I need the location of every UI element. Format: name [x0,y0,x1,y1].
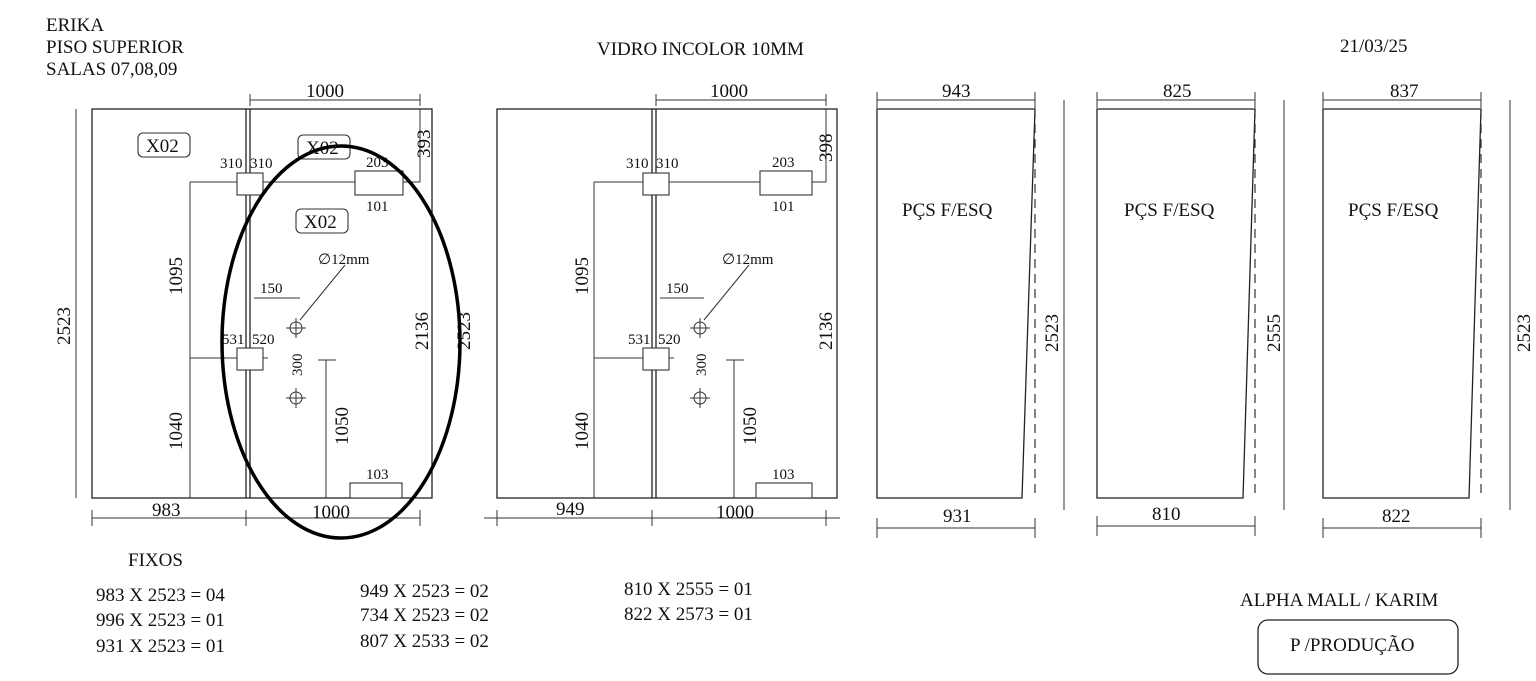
panel-left-bottom-left: 983 [152,500,181,521]
floor-label: PISO SUPERIOR [46,37,184,58]
rooms-label: SALAS 07,08,09 [46,59,177,80]
piece-3-height: 2523 [1514,314,1535,352]
panel-mid: 1000 310 310 203 101 398 1095 1040 ∅12mm… [484,81,840,526]
panel-mid-bottom-left: 949 [556,499,585,520]
piece-1-height: 2523 [1042,314,1063,352]
panel-mid-lock-width: 203 [772,155,795,171]
panel-mid-hole-spacing: 300 [694,354,710,377]
panel-left-tag-a: X02 [146,136,179,157]
piece-1-label: PÇS F/ESQ [902,200,993,221]
panel-mid-hole-label: ∅12mm [722,252,774,268]
panel-mid-bottom-notch: 103 [772,467,795,483]
panel-left-bottom-right: 1000 [312,502,350,523]
piece-2-label: PÇS F/ESQ [1124,200,1215,221]
piece-1-top: 943 [942,81,971,102]
panel-left-handle-height: 1050 [332,407,353,445]
panel-left-lock-width: 203 [366,155,389,171]
piece-2-bottom: 810 [1152,504,1181,525]
panel-mid-right-height: 2136 [816,312,837,350]
panel-left-lower-height: 1040 [166,412,187,450]
panel-left-hole-offset: 150 [260,281,283,297]
fixos-list: FIXOS 983 X 2523 = 04 996 X 2523 = 01 93… [96,550,753,657]
fixos-item: 807 X 2533 = 02 [360,631,489,652]
panel-left: 1000 X02 X02 X02 310 310 203 101 393 252… [54,81,475,540]
stamp-box [1257,619,1459,675]
fixos-item: 810 X 2555 = 01 [624,579,753,600]
panel-left-hinge-top-left: 310 [220,156,243,172]
piece-3: 837 PÇS F/ESQ 2523 822 [1322,81,1535,538]
panel-left-top-width: 1000 [306,81,344,102]
panel-left-hole-label: ∅12mm [318,252,370,268]
highlight-oval [220,144,462,540]
piece-1-outline [876,108,1036,499]
panel-mid-top-offset: 398 [816,134,837,163]
piece-2-height: 2555 [1264,314,1285,352]
panel-mid-handle-height: 1050 [740,407,761,445]
piece-3-bottom: 822 [1382,506,1411,527]
piece-2-top: 825 [1163,81,1192,102]
panel-mid-top-width: 1000 [710,81,748,102]
fixos-item: 996 X 2523 = 01 [96,610,225,631]
panel-left-lock-height: 101 [366,199,389,215]
material-label: VIDRO INCOLOR 10MM [597,39,804,60]
panel-mid-hinge-mid-left: 531 [628,332,651,348]
panel-mid-lower-height: 1040 [572,412,593,450]
panel-left-outline [91,108,433,499]
panel-left-hinge-mid-left: 531 [222,332,245,348]
panel-mid-upper-height: 1095 [572,257,593,295]
piece-1: 943 PÇS F/ESQ 2523 931 [876,81,1065,538]
piece-3-top: 837 [1390,81,1419,102]
panel-left-bottom-notch: 103 [366,467,389,483]
panel-left-right-height: 2136 [412,312,433,350]
fixos-item: 822 X 2573 = 01 [624,604,753,625]
panel-left-top-offset: 393 [414,130,435,159]
fixos-item: 983 X 2523 = 04 [96,585,225,606]
panel-left-right-outer-height: 2523 [454,312,475,350]
fixos-item: 931 X 2523 = 01 [96,636,225,657]
panel-mid-hinge-mid-right: 520 [658,332,681,348]
panel-left-hinge-mid-right: 520 [252,332,275,348]
fixos-item: 949 X 2523 = 02 [360,581,489,602]
panel-left-upper-height: 1095 [166,257,187,295]
piece-2: 825 PÇS F/ESQ 2555 810 [1096,81,1285,536]
piece-2-outline [1096,108,1256,499]
panel-mid-lock-height: 101 [772,199,795,215]
client-name: ERIKA [46,15,104,36]
fixos-item: 734 X 2523 = 02 [360,605,489,626]
panel-mid-hinge-top-right: 310 [656,156,679,172]
panel-left-height: 2523 [54,307,75,345]
panel-left-hole-spacing: 300 [290,354,306,377]
piece-3-outline [1322,108,1482,499]
stamp-label: P /PRODUÇÃO [1290,634,1414,656]
panel-left-hinge-top-right: 310 [250,156,273,172]
project-label: ALPHA MALL / KARIM [1240,590,1438,611]
date-label: 21/03/25 [1340,36,1408,57]
panel-left-tag-c: X02 [304,212,337,233]
fixos-title: FIXOS [128,550,183,571]
panel-mid-hole-offset: 150 [666,281,689,297]
panel-mid-hinge-top-left: 310 [626,156,649,172]
panel-mid-bottom-right: 1000 [716,502,754,523]
panel-mid-outline [496,108,838,499]
piece-3-label: PÇS F/ESQ [1348,200,1439,221]
piece-1-bottom: 931 [943,506,972,527]
